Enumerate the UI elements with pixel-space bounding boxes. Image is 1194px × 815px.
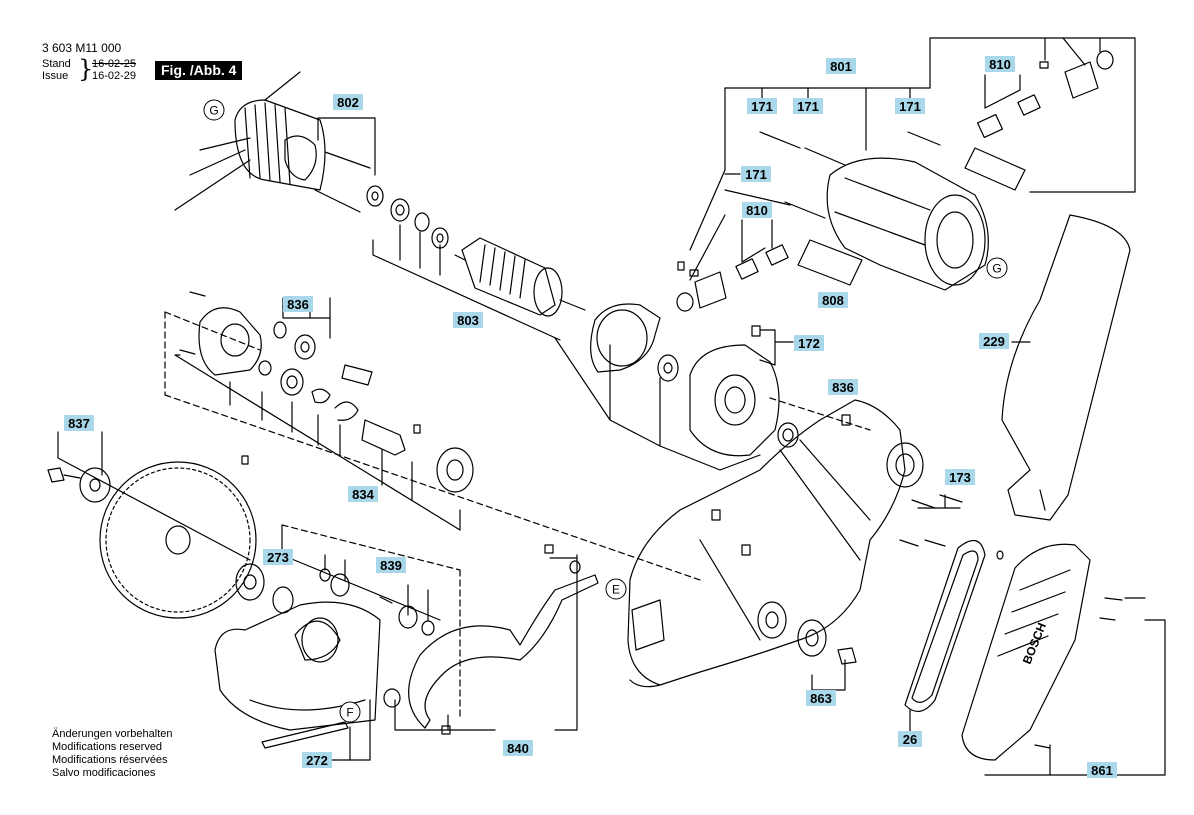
svg-text:863: 863 xyxy=(810,691,832,706)
callout-173: 173 xyxy=(945,469,975,485)
belt-cover xyxy=(961,543,1123,761)
callout-272: 272 xyxy=(302,752,332,768)
svg-text:171: 171 xyxy=(745,167,767,182)
main-housing xyxy=(627,399,963,688)
bearing-small xyxy=(657,354,679,382)
note-es: Salvo modificaciones xyxy=(52,767,156,779)
svg-text:171: 171 xyxy=(751,99,773,114)
small-screws xyxy=(241,261,685,465)
marker-e: E xyxy=(605,578,627,600)
callout-840: 840 xyxy=(503,740,533,756)
callout-171-1: 171 xyxy=(747,98,777,114)
callout-273: 273 xyxy=(263,549,293,565)
guard-link-arm xyxy=(383,544,599,735)
issue-label: Issue xyxy=(42,70,69,82)
motor-bearings xyxy=(366,185,449,249)
svg-text:840: 840 xyxy=(507,741,529,756)
svg-text:229: 229 xyxy=(983,334,1005,349)
brand-mark: BOSCH xyxy=(1020,621,1049,666)
svg-text:171: 171 xyxy=(899,99,921,114)
stator-assembly xyxy=(174,71,371,213)
svg-text:837: 837 xyxy=(68,416,90,431)
svg-text:802: 802 xyxy=(337,95,359,110)
callout-808: 808 xyxy=(818,292,848,308)
saw-blade xyxy=(47,461,294,619)
svg-text:272: 272 xyxy=(306,753,328,768)
revision-block: Stand Issue } 16-02-25 16-02-29 xyxy=(42,55,137,83)
brush-holders xyxy=(676,50,1114,312)
svg-text:171: 171 xyxy=(797,99,819,114)
svg-text:836: 836 xyxy=(287,297,309,312)
svg-text:808: 808 xyxy=(822,293,844,308)
callout-801: 801 xyxy=(826,58,856,74)
figure-badge: Fig. /Abb. 4 xyxy=(155,61,243,80)
svg-text:839: 839 xyxy=(380,558,402,573)
svg-text:803: 803 xyxy=(457,313,479,328)
stand-label: Stand xyxy=(42,58,71,70)
callout-834: 834 xyxy=(348,486,378,502)
pulley xyxy=(797,619,857,665)
stand-date: 16-02-25 xyxy=(92,58,137,70)
callout-836-right: 836 xyxy=(828,379,858,395)
svg-text:26: 26 xyxy=(903,732,917,747)
svg-text:801: 801 xyxy=(830,59,852,74)
issue-date: 16-02-29 xyxy=(92,70,137,82)
note-fr: Modifications réservées xyxy=(52,754,168,766)
svg-text:F: F xyxy=(346,706,353,720)
svg-text:G: G xyxy=(209,104,218,118)
svg-text:172: 172 xyxy=(798,336,820,351)
marker-f: F xyxy=(339,701,361,723)
svg-text:273: 273 xyxy=(267,550,289,565)
guard-extension xyxy=(1001,214,1131,521)
callout-810-top: 810 xyxy=(985,56,1015,72)
callout-171-3: 171 xyxy=(895,98,925,114)
callout-839: 839 xyxy=(376,557,406,573)
callout-172: 172 xyxy=(794,335,824,351)
svg-text:E: E xyxy=(612,583,620,597)
callout-802: 802 xyxy=(333,94,363,110)
svg-text:836: 836 xyxy=(832,380,854,395)
callout-863: 863 xyxy=(806,690,836,706)
markers: G G E F xyxy=(203,99,1008,723)
svg-text:810: 810 xyxy=(989,57,1011,72)
motor-housing xyxy=(759,131,1026,291)
callout-836-left: 836 xyxy=(283,296,313,312)
svg-text:173: 173 xyxy=(949,470,971,485)
callout-26: 26 xyxy=(898,731,922,747)
note-de: Änderungen vorbehalten xyxy=(52,728,173,740)
callout-171-2: 171 xyxy=(793,98,823,114)
callout-861: 861 xyxy=(1087,762,1117,778)
note-en: Modifications reserved xyxy=(52,741,163,753)
callout-171-4: 171 xyxy=(741,166,771,182)
callout-229: 229 xyxy=(979,333,1009,349)
callouts: 801 810 171 171 171 171 810 802 803 808 … xyxy=(64,56,1117,778)
gear-flange xyxy=(689,325,799,457)
lower-guard xyxy=(214,568,435,731)
notes: Änderungen vorbehalten Modifications res… xyxy=(52,728,172,780)
marker-g-right: G xyxy=(986,257,1008,279)
svg-text:810: 810 xyxy=(746,203,768,218)
leader-lines xyxy=(57,37,1166,776)
callout-837: 837 xyxy=(64,415,94,431)
svg-text:861: 861 xyxy=(1091,763,1113,778)
armature xyxy=(454,237,586,317)
gear-cover xyxy=(179,291,474,493)
drive-belt xyxy=(904,539,986,712)
svg-text:834: 834 xyxy=(352,487,374,502)
svg-text:G: G xyxy=(992,262,1001,276)
doc-id: 3 603 M11 000 xyxy=(42,41,122,55)
callout-803: 803 xyxy=(453,312,483,328)
callout-810-mid: 810 xyxy=(742,202,772,218)
marker-g-top: G xyxy=(203,99,225,121)
spring xyxy=(261,721,349,749)
fan-baffle xyxy=(590,303,661,373)
